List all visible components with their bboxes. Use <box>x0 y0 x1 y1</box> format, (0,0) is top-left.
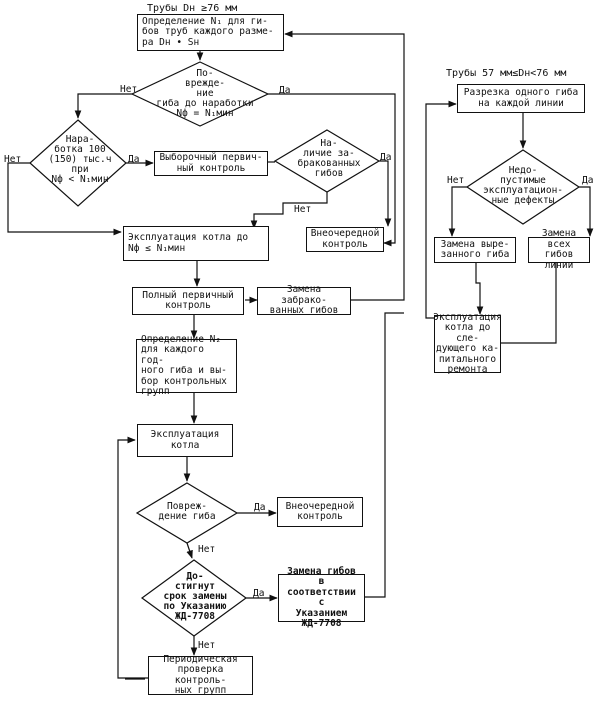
box-periodic-check: Периодическая проверка контроль- ных гру… <box>148 654 253 696</box>
decision-bend-damage: Повреж- дение гиба <box>158 501 216 522</box>
decision-runtime-100k: Нара- ботка 100 (150) тыс.ч при Nф < N₁м… <box>48 134 112 185</box>
decision-damage-shape <box>130 61 270 127</box>
box-replace-cut-bend: Замена выре- занного гиба <box>434 237 516 263</box>
box-unscheduled-control-2: Внеочередной контроль <box>277 497 363 527</box>
box-determine-n2: Определение N₂ для каждого год- ного гиб… <box>136 334 237 397</box>
header-large-pipes: Трубы Dн ≥76 мм <box>147 3 238 14</box>
decision-runtime-shape <box>29 119 127 207</box>
box-selective-control: Выборочный первич- ный контроль <box>154 151 268 176</box>
label-yes-replacement-due: Да <box>253 588 265 599</box>
label-no-bend-damage: Нет <box>198 544 216 555</box>
label-yes-bend-damage: Да <box>254 502 266 513</box>
box-replace-all-bends: Замена всех гибов линии <box>528 228 590 270</box>
decision-defects-shape <box>465 149 581 225</box>
label-no-rejected: Нет <box>294 204 312 215</box>
label-no-runtime: Нет <box>4 154 22 165</box>
box-replace-per-instruction: Замена гибов в соответствии с Указанием … <box>278 566 365 629</box>
box-unscheduled-control-1: Внеочередной контроль <box>306 227 384 252</box>
box-replace-rejected: Замена забрако- ванных гибов <box>257 285 351 316</box>
box-boiler-operation-3: Эксплуатация котла до сле- дующего ка- п… <box>433 311 502 375</box>
box-cut-one-bend: Разрезка одного гиба на каждой линии <box>457 84 585 113</box>
label-yes-defects: Да <box>582 175 594 186</box>
decision-replacement-due: До- стигнут срок замены по Указанию ЖД-7… <box>163 571 227 622</box>
box-full-primary-control: Полный первичный контроль <box>132 287 244 315</box>
label-yes-rejected: Да <box>380 152 392 163</box>
decision-rejected-bends: На- личие за- бракованных гибов <box>297 138 361 179</box>
box-boiler-operation-1: Эксплуатация котла до Nф ≤ N₁мин <box>123 226 269 261</box>
decision-damage-before-runtime: По- врежде- ние гиба до наработки Nф = N… <box>156 68 254 119</box>
decision-unacceptable-defects: Недо- пустимые эксплуатацион- ные дефект… <box>482 165 564 206</box>
label-yes-damage: Да <box>279 85 291 96</box>
box-determine-n1: Определение N₁ для ги- бов труб каждого … <box>137 14 284 51</box>
label-no-damage: Нет <box>120 84 138 95</box>
header-small-pipes: Трубы 57 мм≤Dн<76 мм <box>446 68 567 79</box>
box-boiler-operation-2: Эксплуатация котла <box>137 424 233 457</box>
label-no-replacement-due: Нет <box>198 640 216 651</box>
label-yes-runtime: Да <box>128 154 140 165</box>
label-no-defects: Нет <box>447 175 465 186</box>
